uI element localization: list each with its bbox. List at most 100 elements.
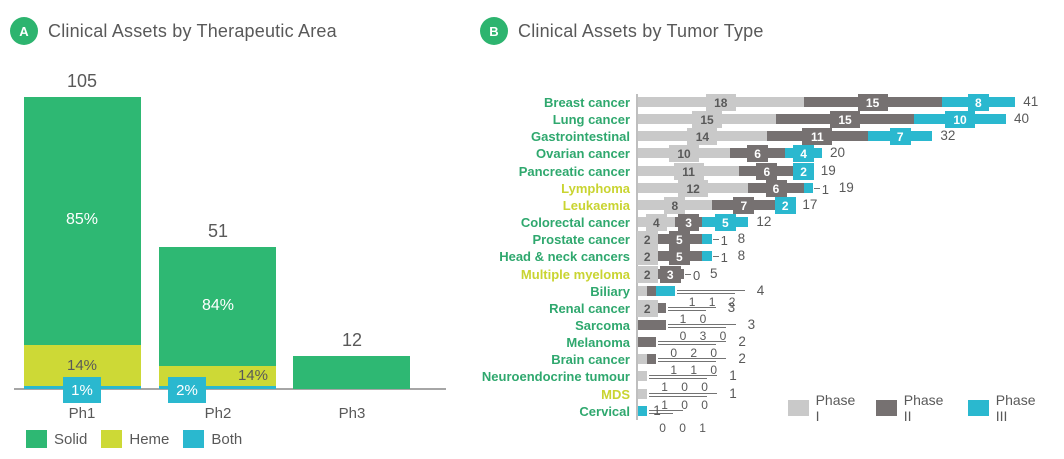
segment-value-label: 0	[699, 312, 707, 326]
legend-label: Phase I	[815, 392, 856, 424]
row-total-label: 19	[820, 163, 836, 178]
tumor-row-label-0: Breast cancer	[544, 95, 630, 110]
leader-line	[649, 410, 684, 411]
leader-line	[658, 341, 727, 342]
row-total-label: 1	[729, 386, 737, 401]
legend-label: Heme	[129, 430, 170, 448]
tumor-row-label-5: Lymphoma	[561, 181, 630, 196]
legend-label: Phase II	[903, 392, 944, 424]
legend-swatch	[183, 430, 205, 448]
segment-value-label: 0	[701, 380, 708, 394]
row-total-label: 8	[737, 231, 746, 246]
panel-a-title: Clinical Assets by Therapeutic Area	[48, 21, 337, 41]
both-percent-box: 2%	[168, 377, 206, 403]
segment-value-label: 0	[710, 346, 718, 360]
segment-value-box: 4	[793, 145, 815, 162]
x-axis-category-label: Ph3	[338, 405, 366, 422]
segment-value-label: 0	[670, 346, 678, 360]
leader-line	[676, 290, 745, 291]
heme-percent-label: 14%	[237, 367, 268, 384]
segment-value-label: 0	[701, 398, 708, 412]
segment-value-box: 2	[636, 231, 658, 248]
segment-value-box: 15	[857, 94, 888, 111]
bar-total-label: 51	[207, 221, 229, 241]
panel-b-title: Clinical Assets by Tumor Type	[518, 21, 764, 41]
segment-value-box: 15	[692, 111, 722, 128]
segment-value-label: 1	[688, 295, 696, 309]
leader-line	[813, 188, 820, 189]
tumor-row-label-3: Ovarian cancer	[536, 146, 630, 161]
segment-value-box: 4	[645, 214, 667, 231]
segment-value-box: 10	[945, 111, 975, 128]
segment-value-label: 1	[699, 421, 706, 435]
legend-item-phase-ii: Phase II	[876, 392, 954, 424]
solid-percent-label: 84%	[201, 296, 235, 314]
tumor-row-label-13: Sarcoma	[575, 318, 630, 333]
row-total-label: 2	[738, 351, 746, 366]
tumor-row-label-2: Gastrointestinal	[531, 129, 630, 144]
segment-value-label: 2	[690, 346, 698, 360]
segment-value-label: 0	[693, 268, 701, 283]
leader-line	[667, 307, 716, 308]
row-total-label: 4	[756, 283, 765, 298]
row-total-label: 20	[830, 145, 846, 160]
segment-value-label: 1	[821, 182, 830, 197]
bar-segment-both	[159, 386, 276, 389]
leader-line	[649, 378, 708, 379]
segment-value-label: 1	[690, 363, 698, 377]
segment-value-box: 3	[678, 214, 700, 231]
leader-line	[649, 393, 718, 394]
bar-segment-phase1	[638, 354, 648, 364]
tumor-row-label-17: MDS	[601, 387, 630, 402]
tumor-row-label-12: Renal cancer	[549, 301, 630, 316]
bar-segment-phase1	[638, 389, 648, 399]
segment-value-label: 0	[679, 421, 686, 435]
segment-value-box: 7	[733, 197, 755, 214]
segment-value-box: 10	[669, 145, 699, 162]
segment-value-label: 0	[681, 398, 688, 412]
row-total-label: 5	[710, 266, 718, 281]
segment-value-label: 1	[720, 250, 728, 265]
segment-value-box: 2	[636, 248, 658, 265]
segment-value-box: 8	[967, 94, 989, 111]
segment-value-box: 7	[889, 128, 911, 145]
segment-value-box: 2	[774, 197, 796, 214]
bar-segment-phase2	[638, 337, 657, 347]
tumor-row-label-9: Head & neck cancers	[499, 249, 630, 264]
segment-value-label: 1	[720, 233, 728, 248]
segment-value-label: 0	[719, 329, 727, 343]
segment-value-label: 2	[728, 295, 736, 309]
bar-segment-solid	[293, 356, 410, 389]
bar-segment-phase2	[656, 303, 666, 313]
tumor-row-label-18: Cervical	[579, 404, 630, 419]
x-axis-line	[14, 388, 446, 390]
leader-line	[658, 358, 727, 359]
legend-item-heme: Heme	[101, 430, 169, 448]
panel-a-badge: A	[10, 17, 38, 45]
segment-value-label: 1	[661, 398, 668, 412]
segment-value-box: 2	[636, 266, 658, 283]
segment-value-box: 14	[687, 128, 718, 145]
segment-value-box: 3	[659, 266, 681, 283]
bar-segment-phase3	[803, 183, 813, 193]
leader-line	[712, 239, 719, 240]
panel-b-legend: Phase I Phase II Phase III	[788, 392, 1064, 424]
leader-line	[658, 344, 717, 345]
bar-total-label: 105	[66, 71, 98, 91]
legend-item-phase-iii: Phase III	[968, 392, 1050, 424]
segment-value-box: 5	[668, 248, 690, 265]
segment-value-box: 2	[636, 300, 658, 317]
legend-item-phase-i: Phase I	[788, 392, 862, 424]
legend-label: Phase III	[995, 392, 1036, 424]
row-total-label: 12	[756, 214, 772, 229]
tumor-row-label-11: Biliary	[590, 284, 630, 299]
bar-segment-phase1	[638, 286, 648, 296]
tumor-row-label-16: Neuroendocrine tumour	[481, 369, 630, 384]
leader-line	[667, 310, 706, 311]
segment-value-box: 6	[765, 180, 787, 197]
segment-value-label: 0	[710, 363, 718, 377]
tumor-row-label-10: Multiple myeloma	[520, 267, 630, 282]
